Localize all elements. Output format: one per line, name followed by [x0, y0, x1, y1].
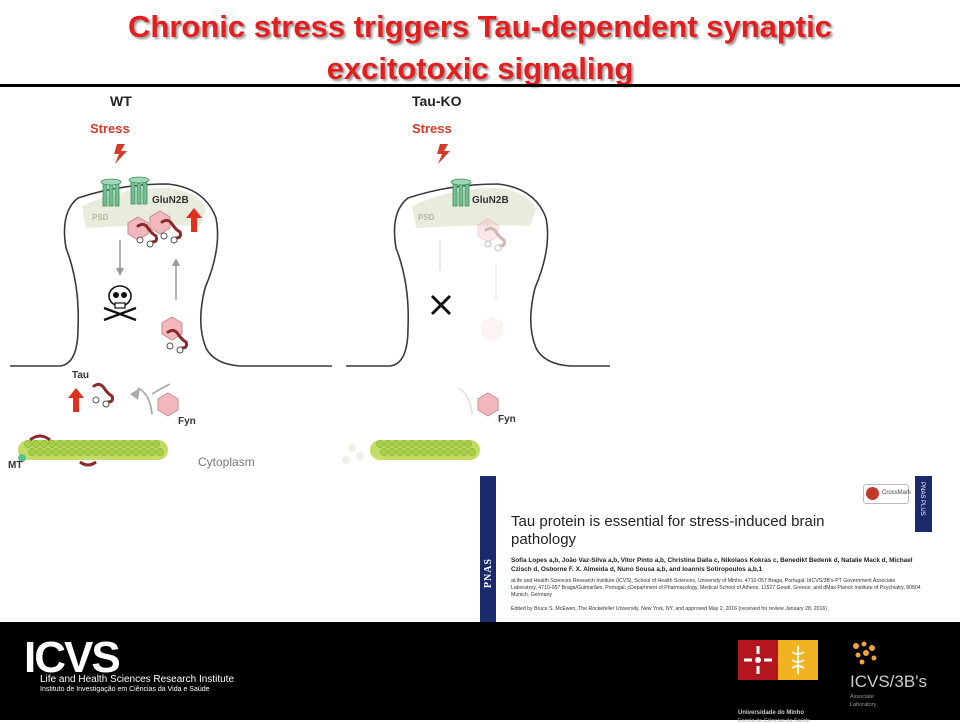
tauko-glun2b-label: GluN2B	[472, 195, 509, 206]
wt-down-arrow-head	[116, 268, 124, 276]
paper-edited-by: Edited by Bruce S. McEwen, The Rockefell…	[511, 606, 828, 612]
tauko-microtubule	[342, 440, 480, 464]
wt-microtubule	[18, 434, 168, 467]
wt-cytoplasm-label: Cytoplasm	[198, 455, 255, 469]
wt-glun2b-receptor-1	[100, 178, 122, 207]
tauko-faded-moving	[481, 264, 503, 341]
slide-title-line2: excitotoxic signaling	[326, 51, 634, 86]
wt-label: WT	[110, 93, 132, 109]
icvs-subtitle-pt: Instituto de Investigação em Ciências da…	[40, 686, 210, 693]
tauko-spine-outline	[346, 183, 610, 367]
tauko-psd	[412, 188, 536, 228]
wt-psd-label: PSD	[92, 213, 109, 222]
synapse-diagram: WT Stress PSD GluN2B	[8, 93, 610, 471]
icvs3b-associate: Associate	[850, 694, 874, 700]
wt-glun2b-receptor-2	[128, 176, 150, 205]
tauko-stress-label: Stress	[412, 121, 452, 136]
wt-stress-bolt-icon	[114, 144, 127, 164]
wt-tau-label: Tau	[72, 370, 89, 381]
wt-panel: WT Stress PSD GluN2B	[8, 93, 332, 471]
title-divider	[0, 84, 960, 87]
tauko-label: Tau-KO	[412, 93, 462, 109]
icvs3b-laboratory: Laboratory	[850, 702, 877, 708]
wt-fyn-cytoplasm	[157, 392, 179, 417]
pnas-paper-excerpt: PNAS PNAS PLUS CrossMark Tau protein is …	[480, 476, 932, 622]
icvs3b-logo: ICVS/3B's Associate Laboratory	[850, 640, 950, 708]
wt-tau-cytoplasm	[91, 382, 114, 409]
crossmark-icon	[866, 487, 879, 500]
crossmark-label: CrossMark	[882, 490, 912, 496]
wt-fyn-label: Fyn	[178, 416, 196, 427]
tauko-block-x-icon	[430, 294, 452, 316]
icvs-logo-mark: ICVS	[24, 633, 121, 682]
crossmark-badge: CrossMark	[863, 484, 912, 504]
wt-interaction-branch	[137, 383, 171, 415]
tauko-glun2b-receptor	[450, 178, 472, 207]
uminho-school: Escola de Ciências da Saúde	[738, 718, 810, 724]
pnas-plus-tab: PNAS PLUS	[915, 476, 932, 532]
wt-mt-label: MT	[8, 460, 22, 471]
slide-title-line1: Chronic stress triggers Tau-dependent sy…	[128, 9, 832, 44]
uminho-red-block	[738, 640, 778, 680]
wt-glun2b-label: GluN2B	[152, 195, 189, 206]
tauko-panel: Tau-KO Stress PSD GluN2B Fyn	[342, 93, 610, 464]
uminho-yellow-block	[778, 640, 818, 680]
wt-up-arrow-head	[172, 258, 180, 266]
tauko-fyn-cytoplasm	[477, 392, 499, 417]
tauko-fyn-label: Fyn	[498, 414, 516, 425]
paper-title: Tau protein is essential for stress-indu…	[511, 513, 825, 548]
icvs3b-name: ICVS/3B's	[850, 672, 927, 691]
tauko-psd-label: PSD	[418, 213, 435, 222]
wt-skull-icon	[103, 285, 137, 322]
tauko-stress-bolt-icon	[437, 144, 450, 164]
pnas-journal-logo: PNAS	[483, 558, 494, 589]
caduceus-icon	[791, 646, 805, 674]
wt-interaction-arrowhead	[130, 388, 140, 400]
wt-spine-outline	[10, 183, 332, 367]
footer-bar: ICVS Life and Health Sciences Research I…	[0, 622, 960, 724]
paper-authors: Sofia Lopes a,b, João Vaz-Silva a,b, Vit…	[511, 557, 913, 573]
icvs3b-dots-icon	[853, 641, 877, 665]
paper-affiliations: aLife and Health Sciences Research Insti…	[511, 578, 921, 598]
wt-stress-label: Stress	[90, 121, 130, 136]
uminho-emblem-icon	[744, 646, 772, 674]
pnas-sidebar: PNAS	[480, 476, 496, 622]
tauko-faded-branch	[457, 387, 473, 415]
uminho-name: Universidade do Minho	[738, 710, 805, 716]
icvs-subtitle-en: Life and Health Sciences Research Instit…	[40, 674, 234, 685]
wt-increase-arrow-tau-icon	[68, 388, 84, 412]
pnas-plus-label: PNAS PLUS	[919, 482, 925, 516]
slide-title: Chronic stress triggers Tau-dependent sy…	[0, 6, 960, 90]
